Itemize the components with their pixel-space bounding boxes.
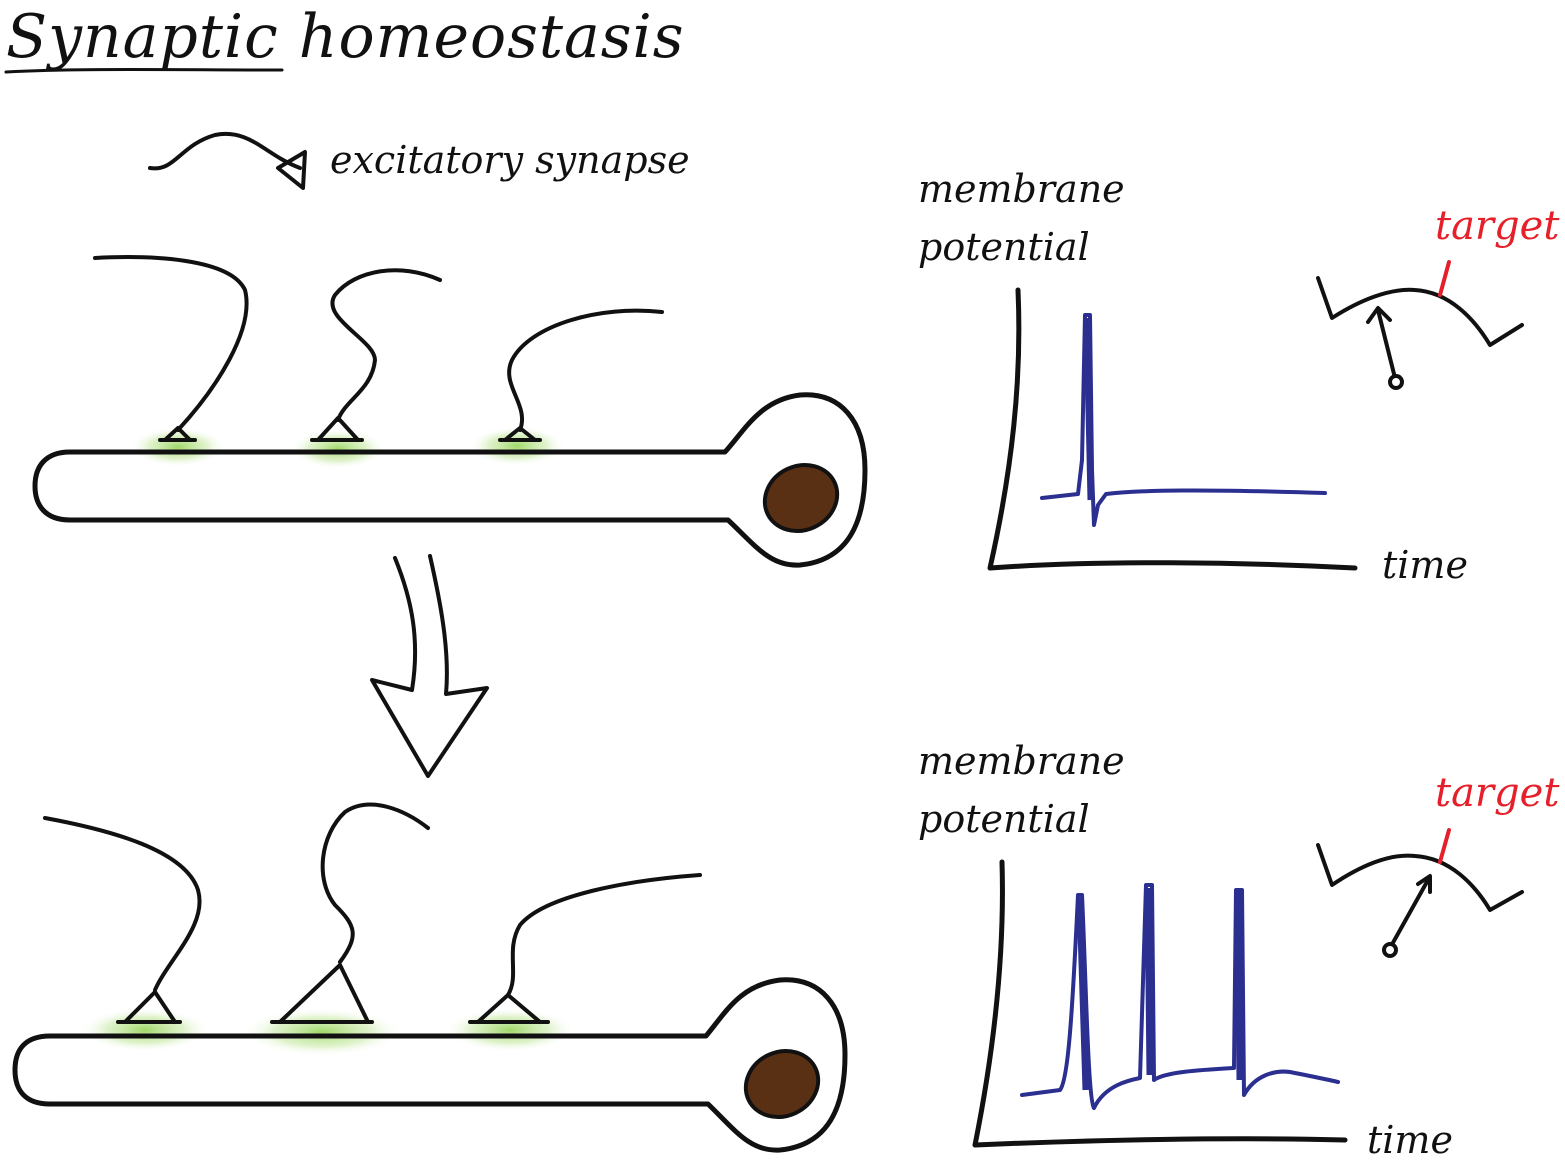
top-neuron [32, 255, 868, 568]
top-gauge-target-mark [1438, 260, 1451, 297]
bottom-gauge-needle-head [1416, 874, 1432, 894]
title-underline [4, 68, 284, 74]
top-gauge-needle [1376, 308, 1397, 380]
bottom-gauge-arc [1316, 843, 1524, 912]
top-dendrite-outline [32, 392, 868, 568]
bottom-gauge-pivot [1382, 942, 1398, 958]
bottom-terminal-3 [468, 993, 550, 1024]
top-gauge [1316, 260, 1524, 390]
bottom-axon-3 [506, 873, 702, 997]
top-ylabel: membrane potential [918, 160, 1125, 276]
bottom-terminal-1 [116, 990, 182, 1024]
top-graph [987, 287, 1358, 571]
bottom-synapse-glow-1 [80, 1008, 210, 1052]
bottom-graph-trace [1020, 883, 1340, 1110]
top-ylabel-line2: potential [918, 225, 1090, 269]
top-terminal-2 [310, 416, 364, 442]
bottom-graph-axes [972, 859, 1348, 1148]
bottom-synapse-glow-2 [242, 1008, 402, 1056]
diagram-title: Synaptic homeostasis [6, 2, 685, 72]
bottom-dendrite-outline [12, 977, 848, 1153]
transition-arrow [370, 554, 489, 778]
legend-synapse-icon [148, 131, 307, 190]
top-synapse-glow-1 [130, 427, 226, 467]
top-target-label: target [1435, 203, 1560, 249]
top-axon-2 [330, 268, 442, 422]
top-gauge-pivot [1388, 374, 1404, 390]
top-ylabel-line1: membrane [918, 167, 1125, 211]
bottom-synapse-glow-3 [445, 1008, 575, 1052]
top-axon-3 [507, 308, 664, 432]
bottom-neuron [12, 802, 848, 1153]
top-axon-1 [93, 255, 249, 432]
top-synapse-glow-2 [290, 429, 386, 469]
bottom-ylabel-line1: membrane [918, 739, 1125, 783]
bottom-ylabel-line2: potential [918, 797, 1090, 841]
bottom-xlabel: time [1367, 1118, 1453, 1162]
top-nucleus [762, 463, 840, 533]
bottom-nucleus [743, 1049, 821, 1119]
bottom-gauge-needle [1388, 878, 1430, 950]
bottom-target-label: target [1435, 770, 1560, 816]
top-terminal-1 [158, 426, 197, 442]
top-graph-axes [987, 287, 1358, 571]
bottom-gauge [1316, 828, 1524, 958]
top-xlabel: time [1382, 543, 1468, 587]
bottom-axon-2 [320, 802, 430, 964]
top-synapse-glow-3 [469, 426, 565, 466]
bottom-axon-1 [43, 816, 202, 992]
top-gauge-arc [1316, 276, 1524, 347]
bottom-gauge-target-mark [1438, 828, 1451, 864]
bottom-ylabel: membrane potential [918, 732, 1125, 848]
top-terminal-3 [498, 426, 542, 442]
bottom-terminal-2 [270, 963, 374, 1024]
bottom-graph [972, 859, 1348, 1148]
legend-label: excitatory synapse [330, 138, 690, 182]
top-gauge-needle-head [1366, 306, 1392, 324]
